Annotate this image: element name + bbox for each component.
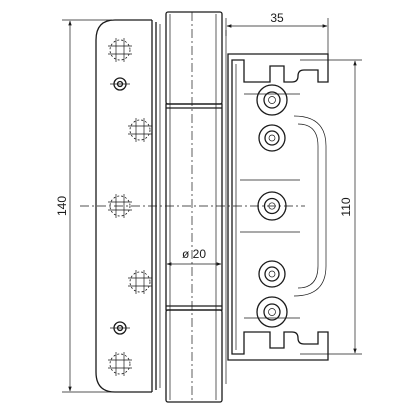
right-mounting-body [225, 30, 329, 384]
screw-head-icon [258, 260, 286, 288]
left-leaf-screws [108, 38, 152, 376]
screw-head-icon [257, 191, 287, 221]
mounting-body-screws [256, 84, 288, 328]
screw-hole-icon [110, 321, 130, 335]
screw-head-icon [256, 84, 288, 116]
countersunk-screw-icon [108, 194, 132, 218]
dimension-label-diameter: ø 20 [182, 247, 206, 261]
screw-hole-icon [110, 77, 130, 91]
dimension-depth: 35 [225, 11, 329, 54]
left-leaf-plate [95, 19, 161, 393]
dimension-label-overall-height: 140 [55, 196, 69, 216]
screw-head-icon [258, 124, 286, 152]
countersunk-screw-icon [128, 270, 152, 294]
dimension-label-depth: 35 [270, 11, 284, 25]
middle-knuckle [165, 103, 223, 311]
countersunk-screw-icon [108, 38, 132, 62]
center-lines [80, 12, 305, 402]
countersunk-screw-icon [128, 118, 152, 142]
dimension-screw-spacing: 110 [300, 59, 362, 355]
countersunk-screw-icon [108, 352, 132, 376]
hinge-knuckles [165, 11, 223, 403]
bottom-knuckle [165, 309, 223, 403]
screw-head-icon [256, 296, 288, 328]
dimension-diameter: ø 20 [166, 247, 222, 266]
top-knuckle [165, 11, 223, 105]
dimension-overall-height: 140 [55, 19, 112, 393]
dimension-label-screw-spacing: 110 [339, 197, 353, 216]
